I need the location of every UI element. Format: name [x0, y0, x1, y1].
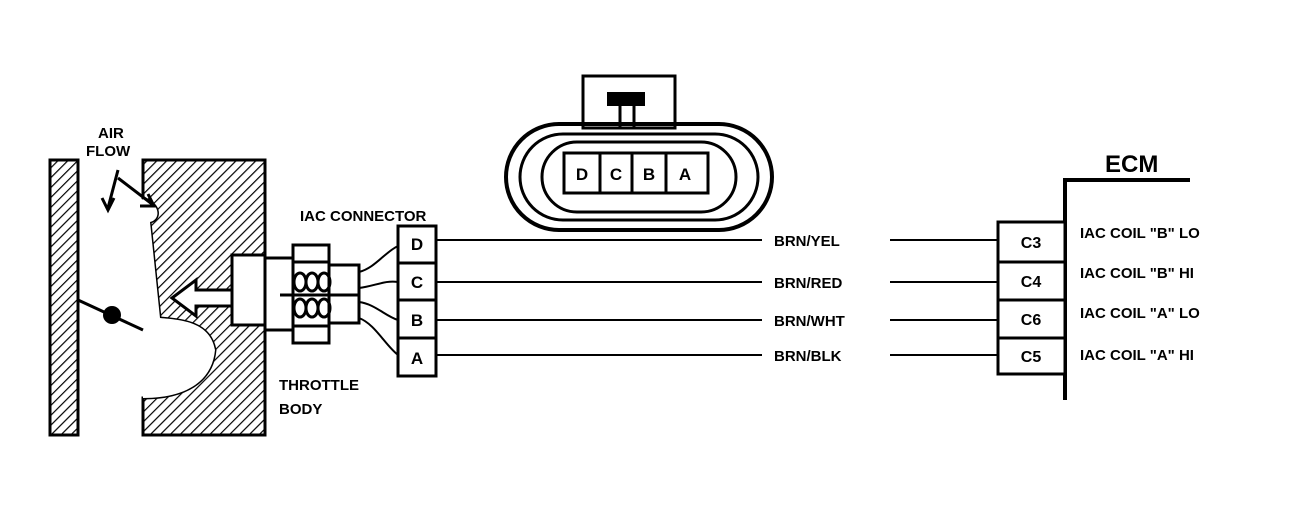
- face-pin-label: B: [643, 165, 655, 184]
- ecm-pin-label: C5: [1021, 349, 1042, 366]
- iac-pin-label: A: [411, 349, 423, 368]
- air-flow-label: AIR: [98, 125, 124, 142]
- connector-face-view: D C B A: [504, 74, 774, 232]
- wire-color-label: BRN/BLK: [774, 348, 842, 365]
- iac-connector-label: IAC CONNECTOR: [300, 208, 427, 225]
- ecm-label: ECM: [1105, 151, 1158, 178]
- throttle-body-label: THROTTLE: [279, 377, 359, 394]
- wire-color-label: BRN/WHT: [774, 313, 845, 330]
- wire-harness: BRN/YEL BRN/RED BRN/WHT BRN/BLK: [436, 233, 1000, 365]
- throttle-body: AIR FLOW THROTTLE BODY: [48, 125, 359, 437]
- air-flow-arrow: [100, 169, 120, 214]
- ecm-function-label: IAC COIL "A" LO: [1080, 305, 1200, 322]
- ecm-pin-label: C3: [1021, 235, 1042, 252]
- face-pin-label: D: [576, 165, 588, 184]
- throttle-body-left-wall: [48, 158, 80, 437]
- face-pin-label: C: [610, 165, 622, 184]
- iac-pintle-arrow: [169, 277, 234, 319]
- air-passage: [143, 198, 215, 398]
- air-flow-arrow-2: [117, 176, 157, 208]
- iac-valve-motor: [263, 243, 399, 356]
- wire-color-label: BRN/RED: [774, 275, 843, 292]
- ecm-pin-label: C6: [1021, 312, 1042, 329]
- throttle-body-label-2: BODY: [279, 401, 322, 418]
- iac-connector: IAC CONNECTOR D C B A: [300, 208, 438, 378]
- ecm-function-label: IAC COIL "B" LO: [1080, 225, 1200, 242]
- ecm: ECM C3 C4 C6 C5 IAC COIL "B" LO IAC COIL…: [996, 151, 1200, 400]
- air-flow-label-2: FLOW: [86, 143, 131, 160]
- throttle-plate-pivot: [103, 306, 121, 324]
- face-pin-label: A: [679, 165, 691, 184]
- iac-pin-label: D: [411, 235, 423, 254]
- wire-color-label: BRN/YEL: [774, 233, 840, 250]
- iac-pin-label: B: [411, 311, 423, 330]
- ecm-pin-label: C4: [1021, 274, 1042, 291]
- ecm-function-label: IAC COIL "A" HI: [1080, 347, 1194, 364]
- iac-pin-label: C: [411, 273, 423, 292]
- ecm-function-label: IAC COIL "B" HI: [1080, 265, 1194, 282]
